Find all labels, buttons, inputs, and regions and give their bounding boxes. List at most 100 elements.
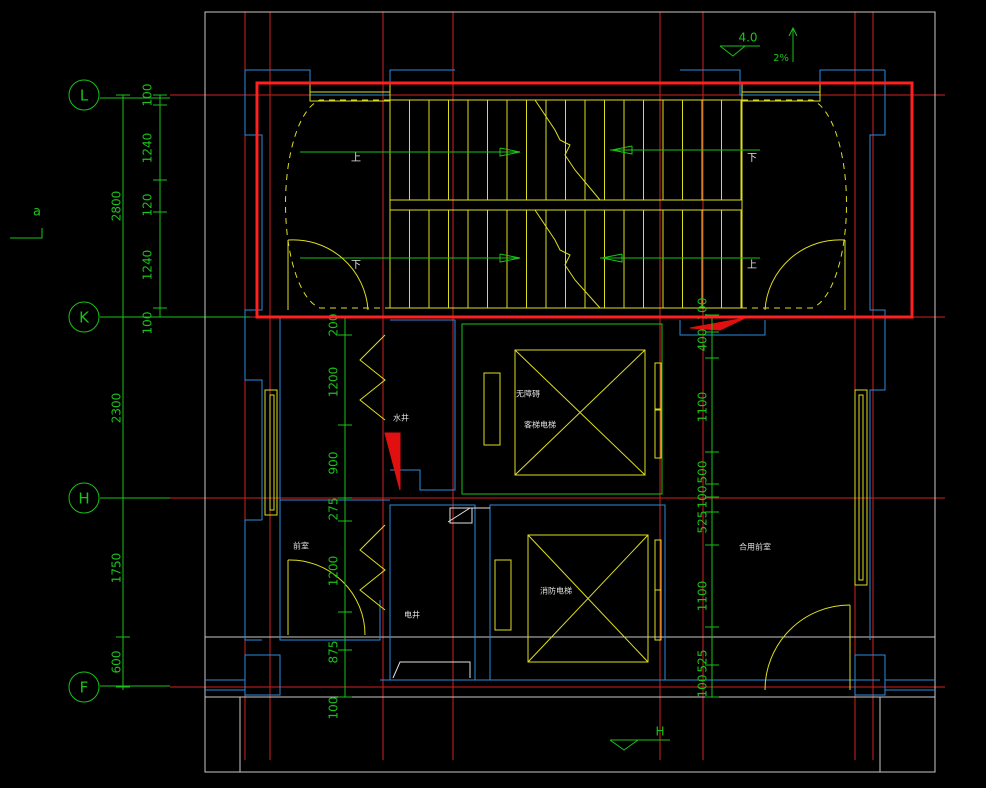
drawing-frame [204,11,936,773]
window-strip-left-inner [269,394,275,511]
wall-column [244,654,281,696]
elevator-door-jamb [654,409,662,459]
stair-label-down: 下 [351,260,361,271]
dimension-text-right: 100 [696,486,710,509]
grid-bubble [68,79,100,111]
slope-value: 2% [773,53,789,64]
dimension-text-overall: 1750 [110,553,124,584]
grid-bubble [68,671,100,703]
grid-bubble [68,301,100,333]
dimension-text-right: 525 [696,650,710,673]
stair-landing-arc-left [285,99,390,309]
double-door-leaf [359,524,386,611]
stair-arrow-head [499,147,521,157]
grid-bubble-label: F [80,679,89,697]
dimension-text-stair: 1240 [141,250,155,281]
dimension-text-left: 275 [327,498,341,521]
side-marker-label: a [33,205,41,220]
wall-outline [680,69,885,96]
outline-frame-layer [204,11,936,773]
dimension-text-right: 1100 [696,392,710,423]
side-marker-bracket [10,228,43,239]
grid-bubble-label: L [80,87,89,105]
wall-partition [679,320,766,336]
dimension-text-stair: 100 [141,84,155,107]
window-strip-right-inner [858,394,864,581]
dimension-text-right: 1100 [696,581,710,612]
dimension-text-left: 900 [327,452,341,475]
window-strip-right [854,389,868,586]
dimension-text-right: 100 [696,675,710,698]
room-label: 电井 [404,610,420,620]
wall-partition [390,319,456,491]
dimension-text-overall: 2300 [110,393,124,424]
stair-break-line [534,99,601,201]
room-label: 合用前室 [739,542,771,552]
selection-rectangle[interactable] [255,81,914,319]
fixture-sink [392,661,471,679]
elevator-counterweight [483,372,501,446]
stair-arrow-head [499,253,521,263]
elevator-shaft-outline-upper [461,323,663,495]
wall-outline [869,70,886,640]
room-label: 水井 [393,413,409,423]
elevator-car-lower [527,534,649,663]
door-swing-arc [287,559,366,636]
double-door-leaf [359,334,386,421]
slope-arrow-head [788,26,798,37]
room-label: 客梯电梯 [524,420,556,430]
label-layer: LKHFa上下下上无障碍客梯电梯水井电井前室消防电梯合用前室 [10,79,771,703]
elevator-cross [527,534,649,663]
stair-layer [285,99,851,691]
elevator-counterweight [494,559,512,631]
elevator-door-jamb [654,362,662,410]
level-value-top: 4.0 [738,31,757,45]
wall-column [854,654,886,696]
level-value-bottom: H [655,725,664,739]
stair-label-down: 下 [747,153,757,164]
room-label: 消防电梯 [540,586,572,596]
dimension-layer: 2800 2300 1750 600 100 1240 120 1240 100 200 1200 9… [110,26,798,751]
dimension-text-stair: 120 [141,194,155,217]
elevator-door-jamb [654,589,662,641]
dimension-text-left: 1200 [327,367,341,398]
wall-outline [245,69,455,96]
dimension-text-right: 500 [696,461,710,484]
red-marker-triangle [689,317,746,331]
grid-bubble-label: K [79,309,90,327]
dimension-text-left: 1200 [327,556,341,587]
stair-label-up: 上 [351,152,361,164]
wall-outline [244,519,262,641]
stair-landing-arc-right [742,99,847,309]
dimension-text-right: 100 [696,298,710,321]
stair-break-line [534,209,601,309]
grid-axis-layer [100,12,945,760]
fixture-basin-box [449,507,473,524]
stair-label-up: 上 [747,259,757,271]
dimension-text-overall: 600 [110,651,124,674]
elevator-car-upper [514,349,646,476]
grid-bubble-label: H [78,490,89,508]
red-marker-triangle [384,432,401,491]
grid-bubble [68,482,100,514]
elevator-cross [514,349,646,476]
dimension-text-stair: 100 [141,312,155,335]
room-label: 前室 [293,541,309,551]
room-label: 无障碍 [516,389,540,399]
elevator-layer [384,317,746,679]
dimension-text-stair: 1240 [141,133,155,164]
wall-outline [244,70,263,520]
dimension-text-right: 400 [696,329,710,352]
door-swing-arc [764,239,846,311]
dimension-text-right: 525 [696,511,710,534]
selection-layer[interactable] [255,81,914,319]
dimension-text-overall: 2800 [110,191,124,222]
door-swing-arc [287,239,369,311]
wall-partition [279,317,381,641]
level-symbol [719,45,747,57]
dimension-text-left: 200 [327,314,341,337]
stair-arrow-head [611,145,633,155]
dimension-text-left: 100 [327,697,341,720]
window-strip-left [264,389,278,516]
